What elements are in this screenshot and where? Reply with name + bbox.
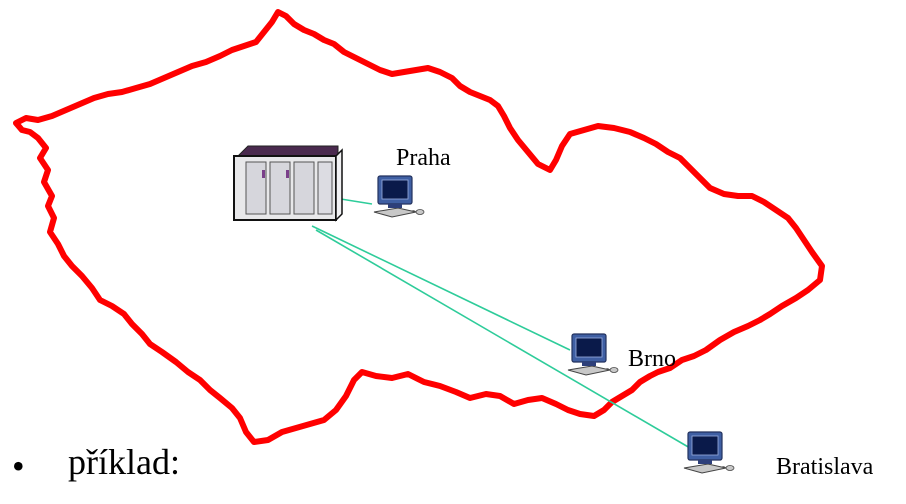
link-bratislava: [315, 229, 691, 449]
computer-terminal-icon-brno: [567, 333, 619, 376]
node-label-praha: Praha: [396, 145, 451, 171]
computer-terminal-icon-praha: [373, 175, 425, 218]
network-diagram: [13, 9, 825, 474]
node-label-brno: Brno: [628, 346, 676, 372]
bullet-marker: •: [12, 446, 25, 486]
mainframe-server-icon: [233, 145, 343, 222]
link-brno: [311, 225, 571, 351]
country-border: [13, 9, 825, 445]
bullet-text: příklad:: [68, 442, 180, 482]
node-label-bratislava: Bratislava: [776, 454, 874, 480]
computer-terminal-icon-bratislava: [683, 431, 735, 474]
bullet-item: • příklad:: [0, 444, 300, 504]
